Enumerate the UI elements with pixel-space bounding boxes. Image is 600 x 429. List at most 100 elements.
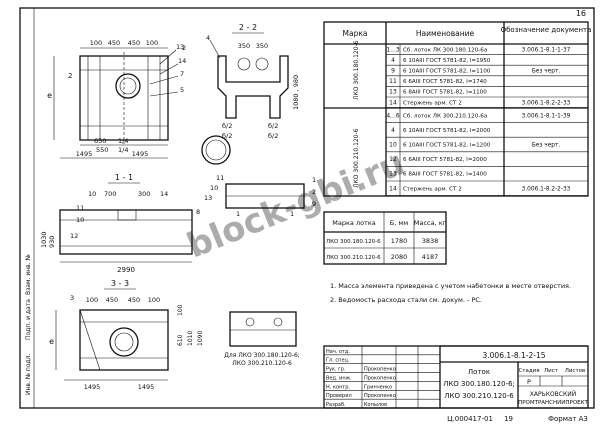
plan-dim-bottom-a1: 650 (94, 137, 106, 145)
spec-cell-name: 6 10АIII ГОСТ 5781-82, l=2000 (403, 128, 491, 134)
section33-side-2: 610 (177, 334, 184, 346)
mass-row2-mark: ЛКО 300.210.120-6 (326, 255, 381, 261)
title-roles: Нач. отд.Гл. спец.Рук. гр.ПрокопенкоВед.… (324, 349, 440, 408)
plan-callout: 2 (68, 72, 72, 80)
spec-cell-doc: Без черт. (532, 69, 561, 75)
inventory-page: 19 (504, 415, 513, 423)
spec-cell-name: Стержень арм. СТ 2 (403, 186, 462, 192)
side-label-1: Подп. и дата (25, 299, 32, 340)
title-role: Проверил (326, 393, 352, 399)
section22-leader-2: 2 (182, 44, 186, 52)
title-name: Прокопенко (364, 367, 396, 373)
mass-header-b: Б, мм (390, 219, 408, 227)
title-role: Рук. гр. (326, 367, 346, 373)
spec-cell-name: Сб. лоток ЛК 300.180.120-6а (403, 47, 487, 53)
spec-cell-doc: 3.006.1-8.1-1-37 (522, 47, 571, 53)
spec-cell-name: 6 10АIII ГОСТ 5781-82, l=1200 (403, 143, 491, 149)
mass-row1-b: 1780 (391, 237, 408, 245)
inventory-number: Ц.000417-01 (447, 415, 493, 423)
section11-leader-10: 10 (76, 216, 84, 224)
section33-total-1: 1495 (84, 383, 101, 391)
view-leader-11: 11 (216, 174, 224, 182)
spec-header-doc: Обозначение документа (501, 26, 592, 34)
spec-cell-name: 6 6АIII ГОСТ 5781-82, l=2000 (403, 157, 487, 163)
plan-dim-top-4: 100 (146, 39, 158, 47)
side-label-3: Взам. инв. № (25, 254, 32, 295)
plan-opening (115, 73, 141, 99)
spec-cell-pos: 12 (389, 156, 397, 163)
section11-dim-10: 10 (88, 190, 96, 198)
spec-cell-name: 6 10АIII ГОСТ 5781-82, l=1950 (403, 58, 491, 64)
spec-cell-pos: 13 (389, 89, 397, 96)
section11-leader-12: 12 (70, 232, 78, 240)
spec-cell-pos: 9 (391, 68, 395, 75)
section33-dim-top-3: 450 (128, 296, 140, 304)
spec-cell-name: 6 8АIII ГОСТ 5781-82, l=1100 (403, 90, 487, 96)
detail-label-1: Для ЛКО 300.180.120-6; (224, 352, 300, 359)
section33-dim-top-1: 100 (86, 296, 98, 304)
plan-dim-bottom-a2: 1/4 (118, 137, 128, 145)
title-role: Н. контр. (326, 384, 350, 390)
outer-frame (19, 7, 595, 409)
mass-row1-mass: 3838 (422, 237, 439, 245)
plan-dim-top-3: 450 (128, 39, 140, 47)
section11-dim-14: 14 (160, 190, 168, 198)
section33-leader-3: 3 (70, 294, 74, 302)
section33-dim-top-2: 450 (106, 296, 118, 304)
org-line-1: ХАРЬКОВСКИЙ (530, 391, 576, 398)
detail-label-2: ЛКО 300.210.120-6 (232, 360, 292, 367)
title-role: Гл. спец. (326, 358, 350, 364)
detail-outline (229, 311, 297, 347)
detail-view: Для ЛКО 300.180.120-6; ЛКО 300.210.120-6 (224, 311, 300, 367)
section33-opening (109, 327, 139, 357)
title-line-1: Лоток (468, 368, 490, 376)
section33-side-1: 100 (177, 304, 184, 316)
mass-header-mark: Марка лотка (332, 219, 376, 227)
title-name: Прокопенко (364, 375, 396, 381)
section11-title: 1 - 1 (115, 173, 133, 182)
spec-cell-pos: 11 (389, 78, 397, 85)
page-number: 16 (576, 9, 586, 18)
spec-group1-mark: ЛКО 300.180.120-6 (353, 40, 360, 100)
mass-row2-b: 2080 (391, 253, 408, 261)
section33-dim-top-4: 100 (148, 296, 160, 304)
title-line-2: ЛКО 300.180.120-6; (443, 380, 515, 388)
stage-value-1: Р (527, 378, 531, 386)
view-mark-1: 1 (236, 210, 240, 218)
spec-header-mark: Марка (343, 29, 368, 38)
spec-cell-doc: 3.006.1-8.1-1-39 (522, 113, 571, 119)
mass-row1-mark: ЛКО 300.180.120-6 (326, 239, 381, 245)
plan-dim-bottom-b2: 1/4 (118, 146, 128, 154)
spec-cell-name: 6 8АIII ГОСТ 5781-82, l=1400 (403, 172, 487, 178)
mass-header-mass: Масса, кг (414, 219, 447, 227)
plan-dim-top-1: 100 (90, 39, 102, 47)
section11-height-2: 930 (48, 236, 56, 248)
section11-leader-8: 8 (196, 208, 200, 216)
section33-outline (79, 309, 169, 371)
section-2-2: 2 - 2 350 350 б/2 б/2 б/2 б/2 1080 , 980… (182, 23, 300, 140)
spec-cell-name: Стержень арм. СТ 2 (403, 100, 462, 106)
plan-dim-bottom-b1: 550 (96, 146, 108, 154)
section11-height-1: 1030 (40, 231, 48, 248)
section22-label-1: б/2 (222, 122, 232, 130)
title-role: Разраб. (326, 402, 346, 408)
spec-cell-pos: 10 (389, 142, 397, 149)
spec-cell-doc: 3.006.1-8.2-2-33 (522, 186, 571, 192)
side-label-2: Инв. № подл. (25, 354, 32, 395)
section22-dim-2: 350 (256, 42, 268, 50)
plan-leader-14: 14 (178, 57, 186, 65)
stage-header-2: Лист (544, 368, 559, 374)
title-name: Копылов (364, 402, 387, 408)
org-line-2: ПРОМТРАНСНИИПРОЕКТ (518, 400, 588, 406)
note-1: 1. Масса элемента приведена с учетом наб… (330, 282, 571, 290)
mass-table: Марка лотка Б, мм Масса, кг ЛКО 300.180.… (323, 211, 447, 265)
plan-leader-13: 13 (176, 43, 184, 51)
view-leader-13: 13 (204, 194, 212, 202)
section11-leader-11: 11 (76, 204, 84, 212)
title-block: 3.006.1-8.1-2-15 Лоток ЛКО 300.180.120-6… (323, 345, 589, 409)
view-leader-1: 1 (312, 176, 316, 184)
section22-label-2: б/2 (268, 122, 278, 130)
stage-header-3: Листов (565, 368, 586, 374)
